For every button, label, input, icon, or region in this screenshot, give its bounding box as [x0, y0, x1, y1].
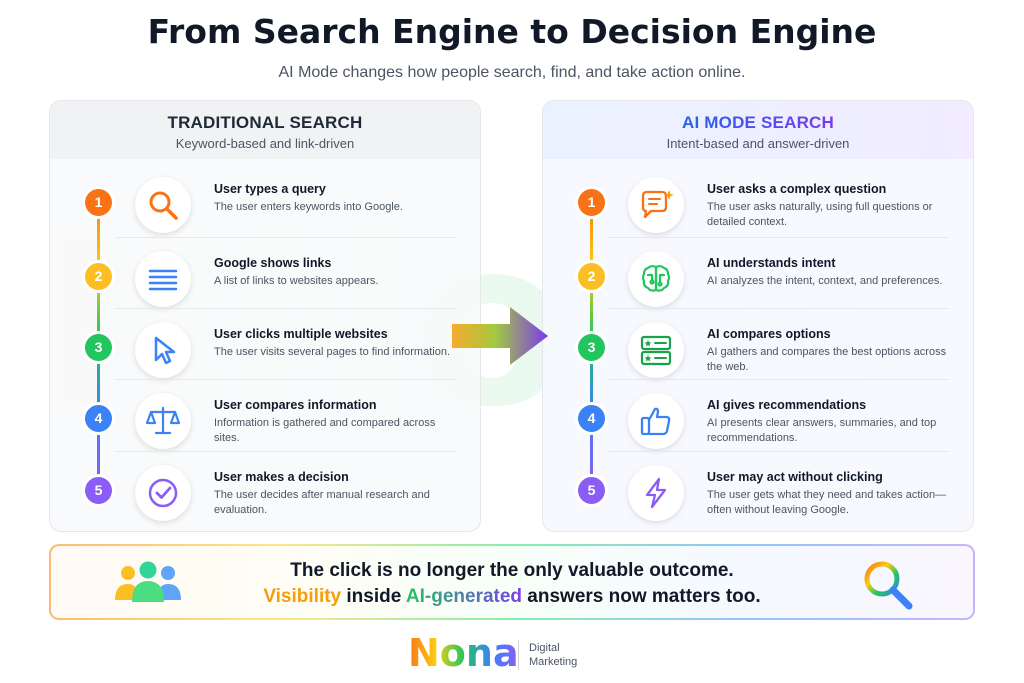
traditional-search-title: TRADITIONAL SEARCH — [167, 113, 363, 132]
step-description: AI gathers and compares the best options… — [707, 346, 947, 373]
step-divider — [609, 237, 949, 238]
traditional-search-panel: TRADITIONAL SEARCH Keyword-based and lin… — [49, 100, 481, 532]
step-description: AI presents clear answers, summaries, an… — [707, 417, 937, 444]
step-title: AI gives recommendations — [707, 398, 867, 412]
ai-mode-search-subtitle: Intent-based and answer-driven — [666, 136, 850, 151]
traditional-search-header: TRADITIONAL SEARCH Keyword-based and lin… — [50, 101, 480, 159]
key-message-banner: The click is no longer the only valuable… — [49, 544, 975, 620]
search-icon — [864, 561, 913, 610]
step-divider — [116, 237, 456, 238]
step-divider — [116, 308, 456, 309]
brain-icon — [628, 251, 684, 307]
step-number: 3 — [85, 334, 112, 361]
banner-headline: The click is no longer the only valuable… — [290, 560, 734, 581]
traditional-step-4: 4 User compares information Information … — [50, 393, 480, 469]
chat-sparkle-icon — [628, 177, 684, 233]
traditional-search-subtitle: Keyword-based and link-driven — [175, 136, 355, 151]
step-description: The user visits several pages to find in… — [214, 346, 451, 358]
ai-mode-search-panel: AI MODE SEARCH Intent-based and answer-d… — [542, 100, 974, 532]
list-icon — [135, 251, 191, 307]
traditional-step-2: 2 Google shows links A list of links to … — [50, 251, 480, 327]
traditional-step-3: 3 User clicks multiple websites The user… — [50, 322, 480, 398]
logo-separator — [518, 640, 519, 670]
step-title: Google shows links — [214, 256, 332, 270]
ai-mode-search-title: AI MODE SEARCH — [681, 113, 835, 132]
step-title: AI understands intent — [707, 256, 836, 270]
step-description: The user gets what they need and takes a… — [707, 489, 947, 516]
ai-generated-highlight: AI-generated — [405, 586, 523, 607]
step-title: User makes a decision — [214, 470, 349, 484]
banner-subline: Visibility inside AI-generated answers n… — [51, 586, 973, 608]
visibility-highlight: Visibility — [263, 586, 342, 607]
step-number: 1 — [578, 189, 605, 216]
step-number: 1 — [85, 189, 112, 216]
step-number: 4 — [85, 405, 112, 432]
banner-text: answers now matters too. — [522, 586, 761, 607]
step-description: The user enters keywords into Google. — [214, 201, 403, 213]
people-group-icon — [115, 561, 181, 602]
tagline-line-2: Marketing — [529, 656, 578, 668]
step-title: User may act without clicking — [707, 470, 883, 484]
cursor-icon — [135, 322, 191, 378]
scale-icon — [135, 393, 191, 449]
page-subtitle: AI Mode changes how people search, find,… — [278, 64, 746, 81]
ai-step-3: 3 AI compares options AI gathers and com… — [543, 322, 973, 398]
nona-logo: Nona — [408, 631, 519, 675]
step-number: 5 — [578, 477, 605, 504]
step-divider — [609, 379, 949, 380]
ai-mode-search-header: AI MODE SEARCH Intent-based and answer-d… — [543, 101, 973, 159]
step-number: 3 — [578, 334, 605, 361]
check-circle-icon — [135, 465, 191, 521]
tagline-line-1: Digital — [529, 642, 560, 654]
step-description: The user asks naturally, using full ques… — [707, 201, 933, 228]
step-divider — [609, 308, 949, 309]
ai-step-2: 2 AI understands intent AI analyzes the … — [543, 251, 973, 327]
ai-step-4: 4 AI gives recommendations AI presents c… — [543, 393, 973, 469]
step-divider — [609, 451, 949, 452]
thumbs-up-icon — [628, 393, 684, 449]
step-title: User asks a complex question — [707, 182, 887, 196]
search-icon — [135, 177, 191, 233]
step-title: AI compares options — [707, 327, 831, 341]
step-number: 5 — [85, 477, 112, 504]
step-divider — [116, 379, 456, 380]
transition-arrow-icon — [452, 307, 548, 365]
step-title: User clicks multiple websites — [214, 327, 388, 341]
step-number: 2 — [85, 263, 112, 290]
step-number: 4 — [578, 405, 605, 432]
compare-cards-icon — [628, 322, 684, 378]
step-description: Information is gathered and compared acr… — [214, 417, 436, 444]
lightning-icon — [628, 465, 684, 521]
step-title: User compares information — [214, 398, 377, 412]
step-description: AI analyzes the intent, context, and pre… — [707, 275, 943, 287]
page-title: From Search Engine to Decision Engine — [147, 12, 877, 51]
ai-step-5: 5 User may act without clicking The user… — [543, 465, 973, 531]
banner-text: inside — [341, 586, 406, 607]
step-description: A list of links to websites appears. — [214, 275, 379, 287]
traditional-step-1: 1 User types a query The user enters key… — [50, 177, 480, 253]
step-description: The user decides after manual research a… — [214, 489, 430, 516]
logo-tagline: Digital Marketing — [529, 641, 619, 669]
traditional-step-5: 5 User makes a decision The user decides… — [50, 465, 480, 531]
step-title: User types a query — [214, 182, 326, 196]
step-number: 2 — [578, 263, 605, 290]
ai-step-1: 1 User asks a complex question The user … — [543, 177, 973, 253]
step-divider — [116, 451, 456, 452]
